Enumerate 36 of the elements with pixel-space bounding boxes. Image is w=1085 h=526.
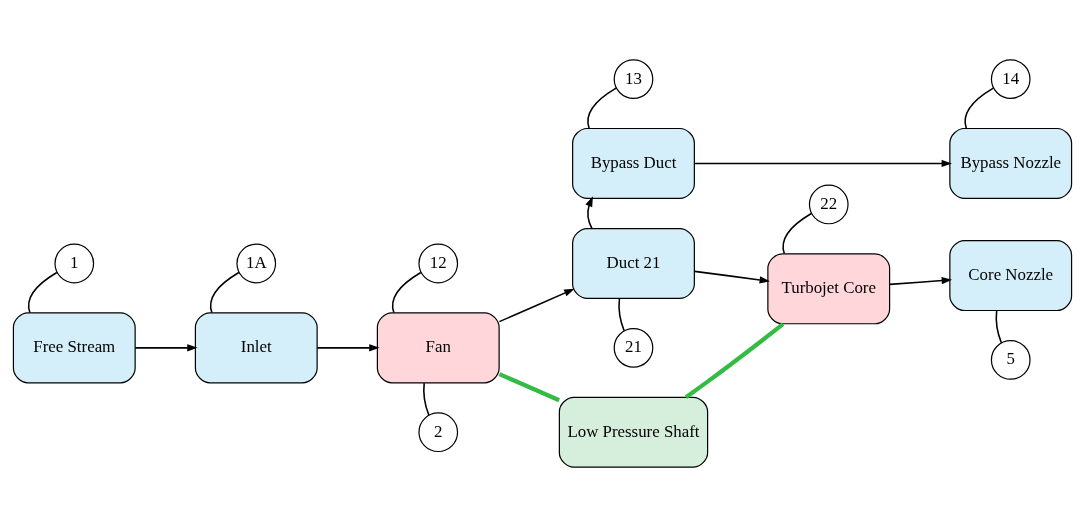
node-box: Fan xyxy=(376,311,500,383)
node-circle: 12 xyxy=(418,243,459,283)
arrow xyxy=(316,343,380,351)
node-circle: 1A xyxy=(236,243,277,283)
node-box: Bypass Nozzle xyxy=(949,127,1073,199)
connector xyxy=(618,297,625,331)
node-circle: 22 xyxy=(808,184,849,224)
connector xyxy=(782,212,813,254)
arrow xyxy=(585,195,593,229)
connector xyxy=(587,86,617,129)
arrow xyxy=(498,288,575,322)
node-circle: 5 xyxy=(990,339,1031,380)
node-circle: 1 xyxy=(54,243,95,283)
connector xyxy=(391,271,422,313)
node-circle: 14 xyxy=(990,58,1031,99)
connector xyxy=(684,322,785,399)
node-box: Turbojet Core xyxy=(767,252,891,324)
node-circle: 2 xyxy=(418,411,459,452)
connector xyxy=(209,271,240,313)
node-box: Inlet xyxy=(194,311,318,383)
connector xyxy=(964,86,995,129)
connector xyxy=(498,371,560,402)
node-box: Duct 21 xyxy=(572,227,695,299)
node-circle: 21 xyxy=(613,327,654,368)
connector xyxy=(27,271,58,313)
arrow xyxy=(693,270,770,283)
arrow xyxy=(888,276,953,285)
node-circle: 13 xyxy=(613,58,654,99)
connector xyxy=(995,309,1003,344)
node-box: Bypass Duct xyxy=(572,127,695,199)
node-box: Low Pressure Shaft xyxy=(558,396,709,468)
node-box: Free Stream xyxy=(12,311,136,383)
node-box: Core Nozzle xyxy=(949,239,1073,311)
connector xyxy=(423,381,430,416)
arrow xyxy=(693,159,952,167)
arrow xyxy=(134,343,198,351)
